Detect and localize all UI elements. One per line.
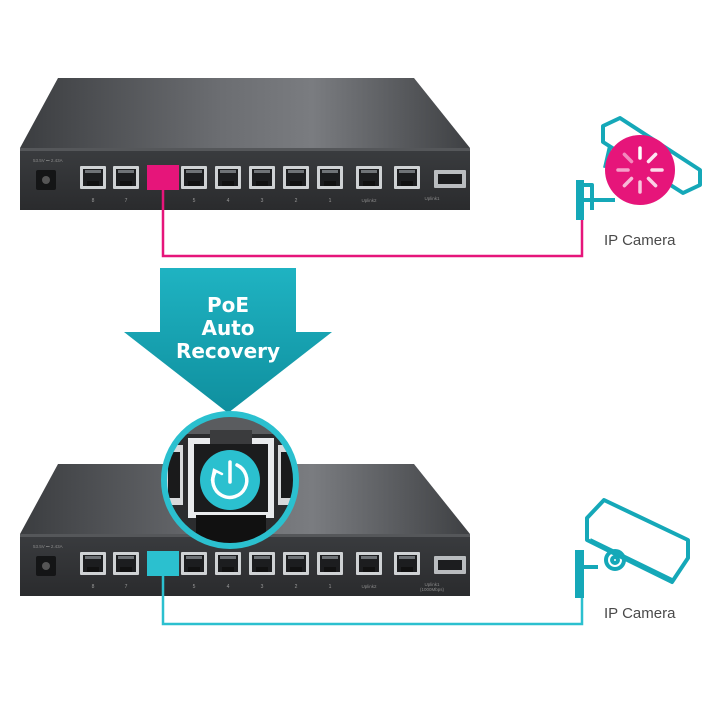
camera-top — [576, 116, 702, 220]
security-camera-icon — [575, 498, 690, 598]
arrow-text-recovery: Recovery — [175, 339, 281, 363]
port-7 — [113, 552, 139, 575]
top-camera-label: IP Camera — [604, 232, 676, 249]
svg-text:Uplink1: Uplink1 — [424, 582, 440, 587]
power-restart-icon — [210, 460, 249, 500]
svg-text:Uplink2: Uplink2 — [361, 584, 377, 589]
cable-fault — [161, 190, 584, 258]
port-6-recovered-highlight — [147, 551, 179, 576]
port-uplink1 — [394, 166, 420, 189]
port-numbers: 8 7 5 4 3 2 1 Uplink2 Uplink1 (1000Mbps) — [92, 582, 445, 592]
svg-text:8: 8 — [92, 198, 95, 204]
port-1 — [317, 552, 343, 575]
cable-recovered — [161, 576, 584, 626]
fault-badge — [605, 135, 675, 205]
security-camera-icon — [576, 116, 702, 220]
port-8 — [80, 166, 106, 189]
camera-bottom — [575, 498, 690, 598]
port-2 — [283, 552, 309, 575]
port-7 — [113, 166, 139, 189]
port-row — [80, 551, 466, 576]
port-uplink2 — [356, 166, 382, 189]
port-3 — [249, 552, 275, 575]
svg-text:Uplink1: Uplink1 — [424, 196, 440, 201]
loading-spinner-icon — [616, 146, 664, 194]
port-uplink2 — [356, 552, 382, 575]
recovery-arrow — [124, 268, 332, 413]
svg-text:1: 1 — [329, 584, 332, 590]
switch-top-lid — [20, 78, 470, 148]
svg-text:Uplink2: Uplink2 — [361, 198, 377, 203]
svg-text:1: 1 — [329, 198, 332, 204]
port-numbers: 8 7 5 4 3 2 1 Uplink2 Uplink1 — [92, 196, 440, 204]
svg-text:3: 3 — [261, 584, 264, 590]
port-5 — [181, 552, 207, 575]
svg-text:53.5V ⎓ 2.43A: 53.5V ⎓ 2.43A — [33, 544, 63, 549]
svg-text:8: 8 — [92, 584, 95, 590]
port-row — [80, 165, 466, 190]
svg-text:7: 7 — [125, 584, 128, 590]
port-2 — [283, 166, 309, 189]
arrow-text-poe: PoE — [206, 293, 250, 317]
power-label: 53.5V ⎓ 2.43A — [33, 158, 63, 163]
port-1 — [317, 166, 343, 189]
port-5 — [181, 166, 207, 189]
port-6-fault-highlight — [147, 165, 179, 190]
bottom-camera-label: IP Camera — [604, 605, 676, 622]
svg-text:3: 3 — [261, 198, 264, 204]
svg-text:5: 5 — [193, 198, 196, 204]
port-4 — [215, 166, 241, 189]
svg-text:2: 2 — [295, 584, 298, 590]
port-4 — [215, 552, 241, 575]
switch-top: 53.5V ⎓ 2.43A 8 7 5 4 3 2 1 Uplink2 U — [20, 78, 470, 210]
port-uplink1 — [394, 552, 420, 575]
port-3 — [249, 166, 275, 189]
svg-text:4: 4 — [227, 198, 230, 204]
svg-text:(1000Mbps): (1000Mbps) — [420, 587, 445, 592]
svg-text:2: 2 — [295, 198, 298, 204]
svg-text:5: 5 — [193, 584, 196, 590]
svg-text:4: 4 — [227, 584, 230, 590]
svg-text:7: 7 — [125, 198, 128, 204]
arrow-text-auto: Auto — [201, 316, 255, 340]
port-zoom-magnifier — [161, 411, 299, 549]
port-8 — [80, 552, 106, 575]
